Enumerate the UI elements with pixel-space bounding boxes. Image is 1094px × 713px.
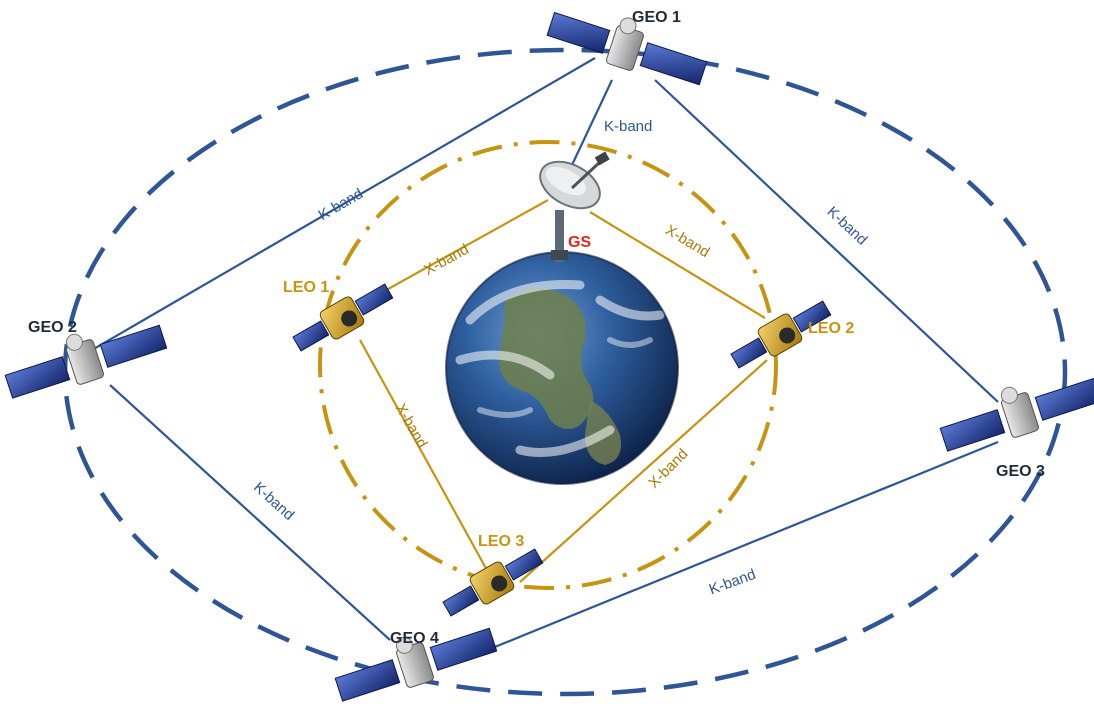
geo1-satellite-icon	[546, 11, 708, 86]
leo2-label: LEO 2	[808, 320, 854, 337]
leo2-satellite-icon	[730, 300, 832, 369]
geo2-label: GEO 2	[28, 319, 77, 336]
satellite-dish-icon	[539, 151, 610, 262]
x-band-label-gs-leo1: X-band	[421, 241, 472, 279]
geo4-label: GEO 4	[390, 630, 439, 647]
k-band-label-geo1-gs: K-band	[604, 118, 652, 135]
k-band-label-geo4-geo3: K-band	[707, 566, 758, 599]
link-geo1-geo2	[91, 57, 596, 351]
link-geo2-geo4	[109, 384, 391, 641]
link-geo1-gs	[571, 79, 613, 166]
x-band-label-leo2-leo3: X-band	[645, 445, 691, 491]
gs-label: GS	[568, 234, 591, 251]
x-band-label-leo1-leo3: X-band	[392, 401, 431, 451]
leo3-satellite-icon	[442, 548, 544, 617]
link-geo4-geo3	[457, 440, 999, 664]
geo4-satellite-icon	[334, 627, 498, 702]
leo3-label: LEO 3	[478, 533, 524, 550]
geo3-satellite-icon	[939, 377, 1094, 452]
geo1-label: GEO 1	[632, 9, 681, 26]
earth-globe-icon	[445, 251, 679, 485]
leo-orbit	[318, 140, 778, 590]
k-band-label-geo1-geo2: K-band	[316, 185, 366, 224]
k-band-label-geo2-geo4: K-band	[250, 479, 297, 524]
k-band-links	[91, 57, 999, 664]
link-gs-leo1	[362, 199, 549, 304]
x-band-links	[359, 199, 768, 583]
leo1-satellite-icon	[292, 283, 394, 352]
geo3-label: GEO 3	[996, 463, 1045, 480]
k-band-label-geo1-geo3: K-band	[824, 203, 871, 248]
link-geo1-geo3	[654, 79, 999, 403]
leo1-label: LEO 1	[283, 279, 329, 296]
link-gs-leo2	[589, 211, 766, 319]
link-leo2-leo3	[519, 359, 768, 583]
link-leo1-leo3	[359, 339, 489, 573]
geo2-satellite-icon	[4, 324, 168, 399]
x-band-label-gs-leo2: X-band	[662, 222, 712, 261]
